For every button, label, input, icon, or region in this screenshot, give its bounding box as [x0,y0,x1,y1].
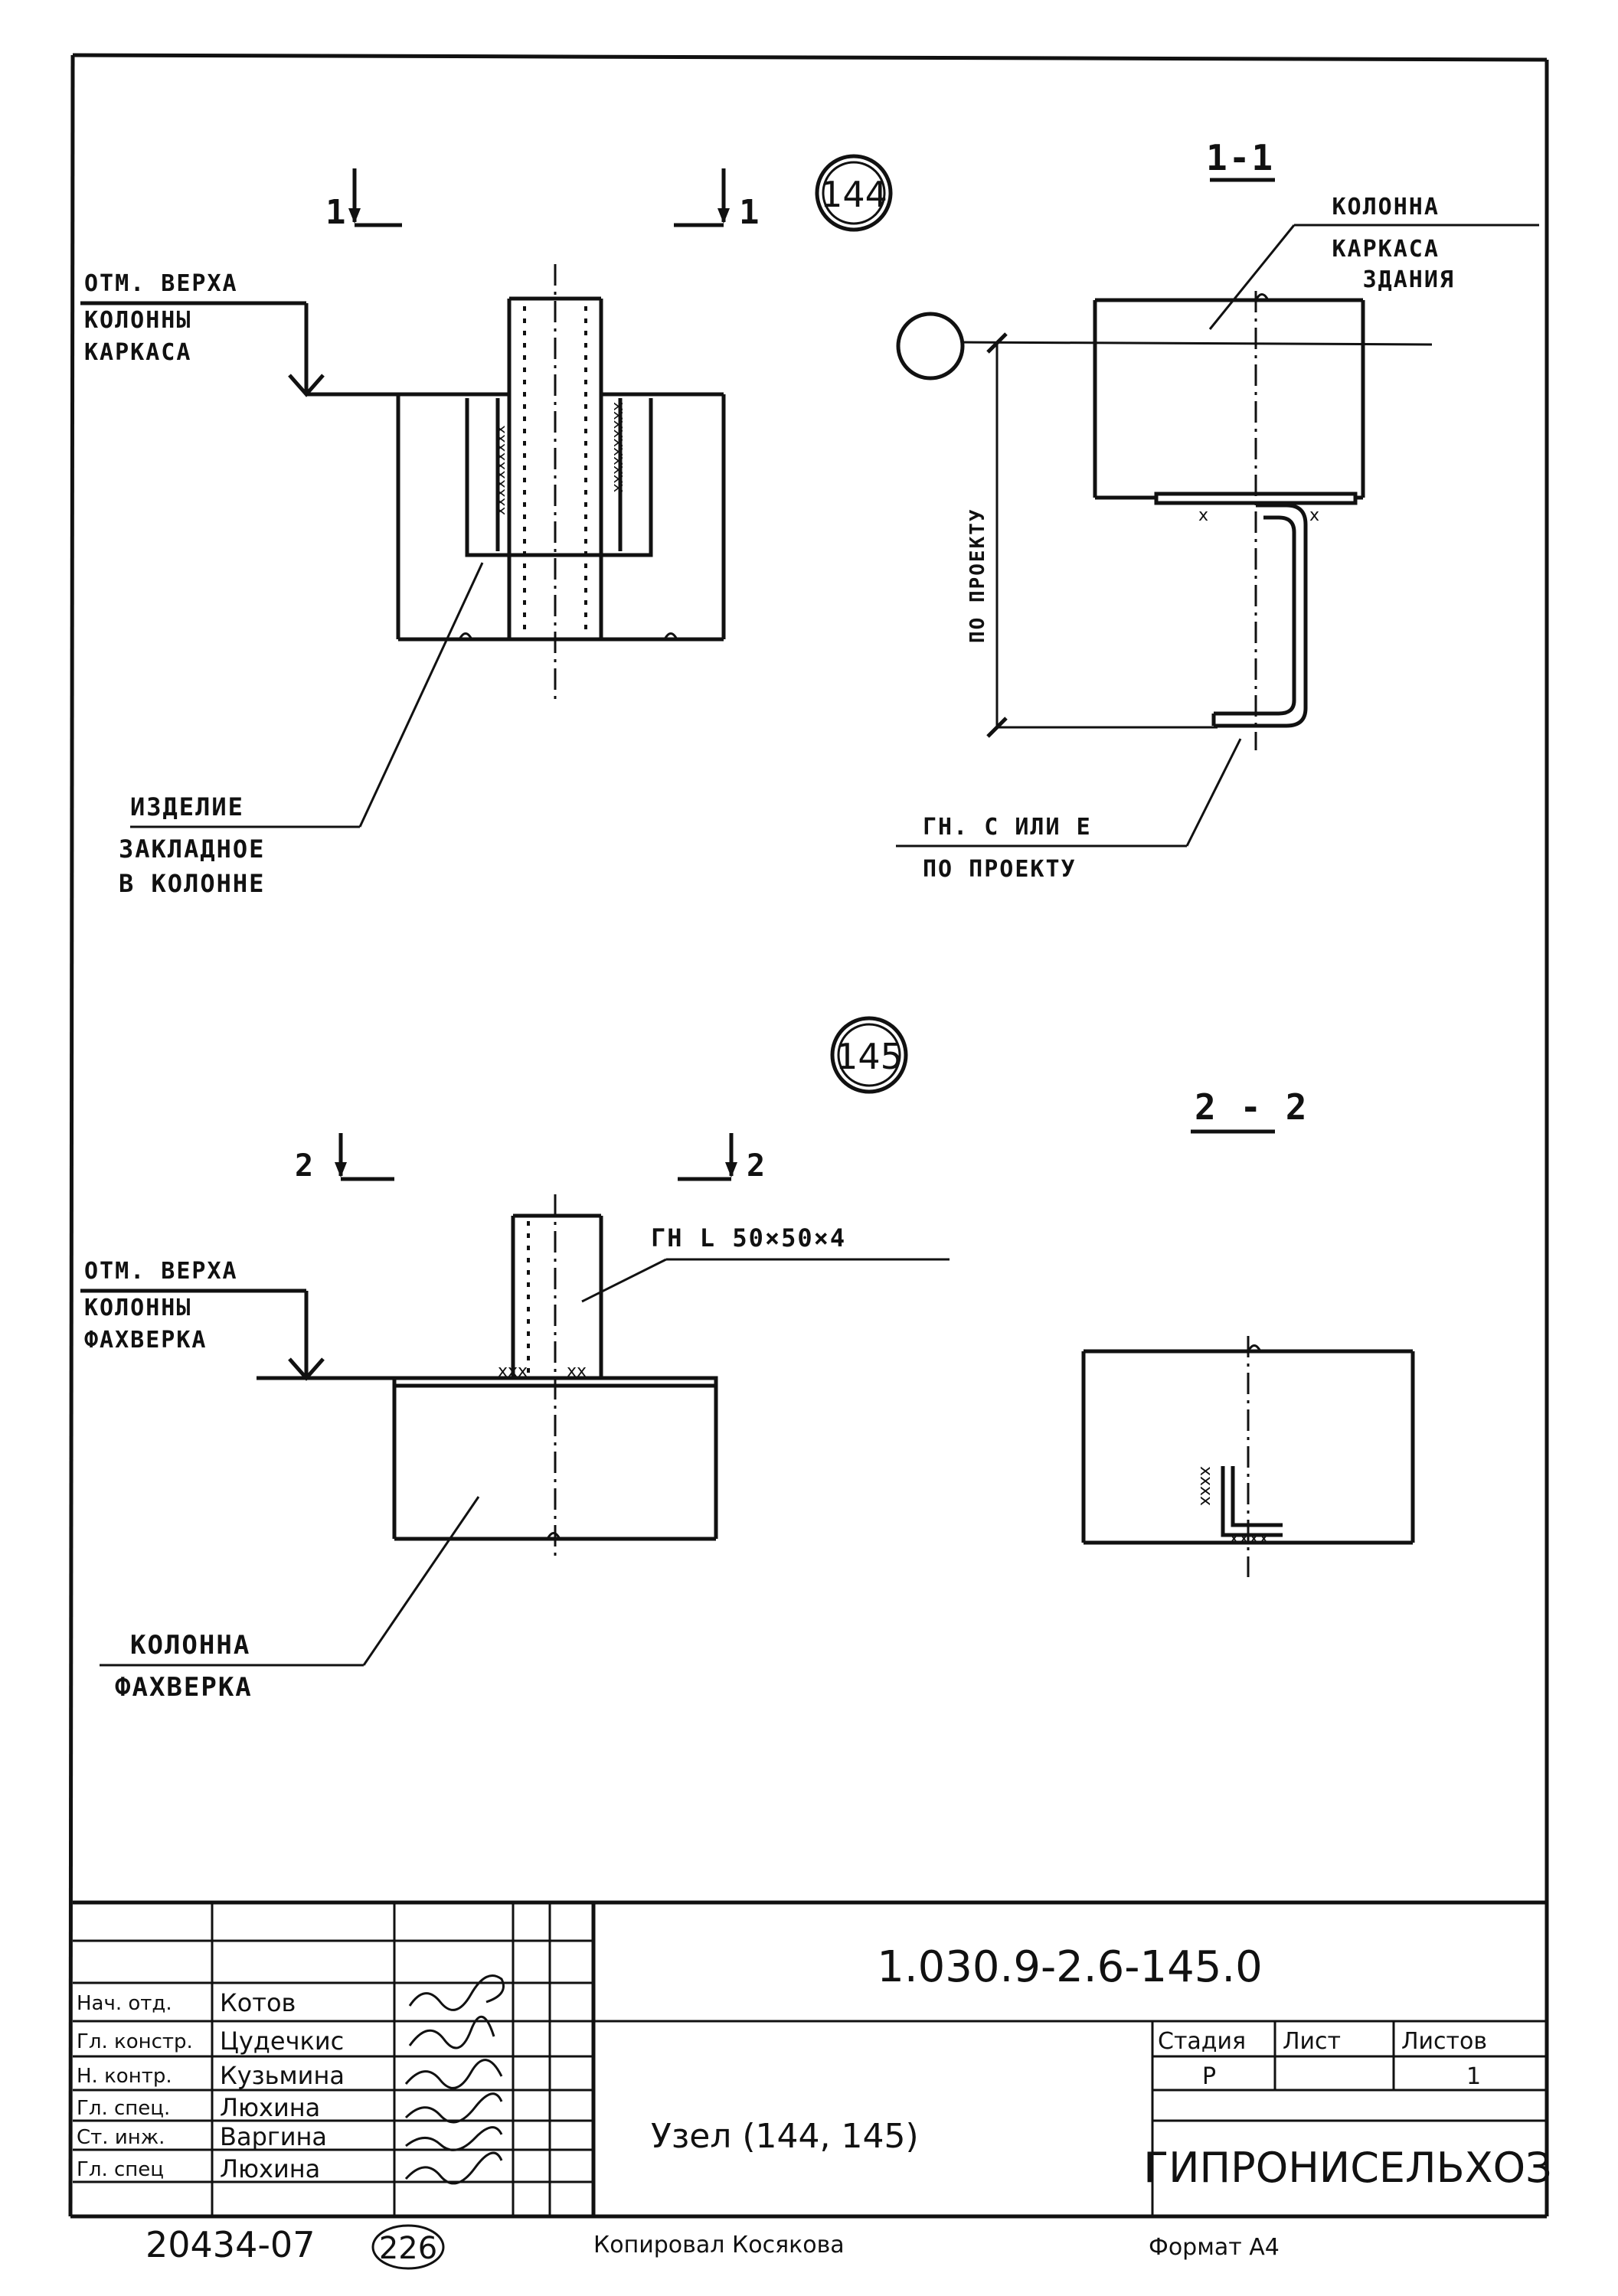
role-label: Гл. спец [77,2158,164,2181]
label-line: ОТМ. ВЕРХА [84,270,238,297]
role-label: Нач. отд. [77,1992,172,2015]
svg-text:xxxxxxxxxx: xxxxxxxxxx [610,402,629,493]
label-line: ФАХВЕРКА [84,1327,208,1354]
svg-text:xxxxxxxxxx: xxxxxxxxxx [492,425,511,516]
node-144-column-label: КОЛОННА КАРКАСА ЗДАНИЯ [1332,194,1456,293]
format-label: Формат А4 [1149,2234,1280,2261]
stage-header: Стадия [1158,2028,1246,2055]
node-145-cut-right: 2 [747,1148,767,1184]
label-line: КОЛОННЫ [84,1295,191,1321]
stage-value: Р [1202,2063,1216,2090]
sheets-header: Листов [1401,2028,1487,2055]
sheet-header: Лист [1283,2028,1341,2055]
label-line: КОЛОННА [1332,194,1440,220]
node-144-section: 1-1 КОЛОННА КАРКАСА ЗДАНИЯ x x ПО ПРОЕКТ… [896,137,1539,883]
person-name: Люхина [220,2093,320,2122]
drawing-designation: 1.030.9-2.6-145.0 [877,1942,1263,1992]
node-144-cut-right: 1 [739,193,761,232]
role-label: Ст. инж. [77,2126,165,2149]
copied-by: Копировал Косякова [593,2232,845,2258]
svg-text:xxxx: xxxx [1229,1529,1269,1548]
person-name: Кузьмина [220,2061,345,2090]
page-number-circle: 226 [379,2231,437,2266]
node-144-cut-left: 1 [325,193,348,232]
person-name: Цудечкис [220,2027,344,2056]
sheet-footer: 20434-07 226 Копировал Косякова Формат А… [145,2224,1280,2270]
node-145-cut-left: 2 [295,1148,315,1184]
section-1-1-title: 1-1 [1206,137,1274,178]
node-144-marker: 144 [820,174,887,215]
sheet-title: Узел (144, 145) [651,2117,919,2156]
person-name: Котов [220,1988,296,2017]
signatures [404,1974,505,2185]
label-line: В КОЛОННЕ [119,869,265,898]
role-label: Н. контр. [77,2065,172,2088]
title-block: 1.030.9-2.6-145.0 Узел (144, 145) Стадия… [73,1900,1552,2216]
node-144-dimension-label: ПО ПРОЕКТУ [966,508,989,643]
node-144-top-level-label: ОТМ. ВЕРХА КОЛОННЫ КАРКАСА [84,270,253,366]
label-line: ЗАКЛАДНОЕ [119,834,265,864]
svg-text:x: x [1309,506,1319,525]
label-line: КАРКАСА [84,339,191,366]
sheet-frame [68,53,1549,2219]
sheets-value: 1 [1466,2063,1481,2090]
label-line: ГН. С ИЛИ Е [923,814,1092,841]
node-144-embed-label: ИЗДЕЛИЕ ЗАКЛАДНОЕ В КОЛОННЕ [119,792,282,898]
node-145-section: 2 - 2 xxxx xxxx [1081,1086,1415,1577]
node-145-elevation: 145 2 2 ОТМ. ВЕРХА КОЛОННЫ ФАХВЕРКА xxx … [80,1016,950,1703]
inventory-number: 20434-07 [145,2224,315,2265]
node-144-elevation: 144 1 1 ОТМ. ВЕРХА КОЛОННЫ КАРКАСА [80,154,893,898]
node-145-marker: 145 [835,1036,903,1077]
node-145-top-level-label: ОТМ. ВЕРХА КОЛОННЫ ФАХВЕРКА [84,1258,253,1354]
role-label: Гл. спец. [77,2097,170,2120]
label-line: КОЛОННА [130,1630,250,1661]
label-line: КАРКАСА [1332,236,1440,263]
node-145-angle-label: ГН L 50×50×4 [651,1223,846,1253]
role-label: Гл. констр. [77,2030,193,2053]
organization-name: ГИПРОНИСЕЛЬХОЗ [1143,2144,1552,2192]
label-line: КОЛОННЫ [84,307,191,334]
label-line: ОТМ. ВЕРХА [84,1258,238,1285]
svg-text:xxxx: xxxx [1196,1466,1215,1506]
label-line: ЗДАНИЯ [1363,266,1455,293]
node-145-column-label: КОЛОННА ФАХВЕРКА [115,1630,268,1703]
label-line: ПО ПРОЕКТУ [923,856,1077,883]
svg-text:x: x [1198,506,1208,525]
person-name: Варгина [220,2122,327,2151]
section-2-2-title: 2 - 2 [1195,1086,1308,1128]
person-name: Люхина [220,2154,320,2183]
label-line: ИЗДЕЛИЕ [130,792,244,821]
label-line: ФАХВЕРКА [115,1672,253,1703]
node-144-channel-label: ГН. С ИЛИ Е ПО ПРОЕКТУ [923,814,1107,883]
